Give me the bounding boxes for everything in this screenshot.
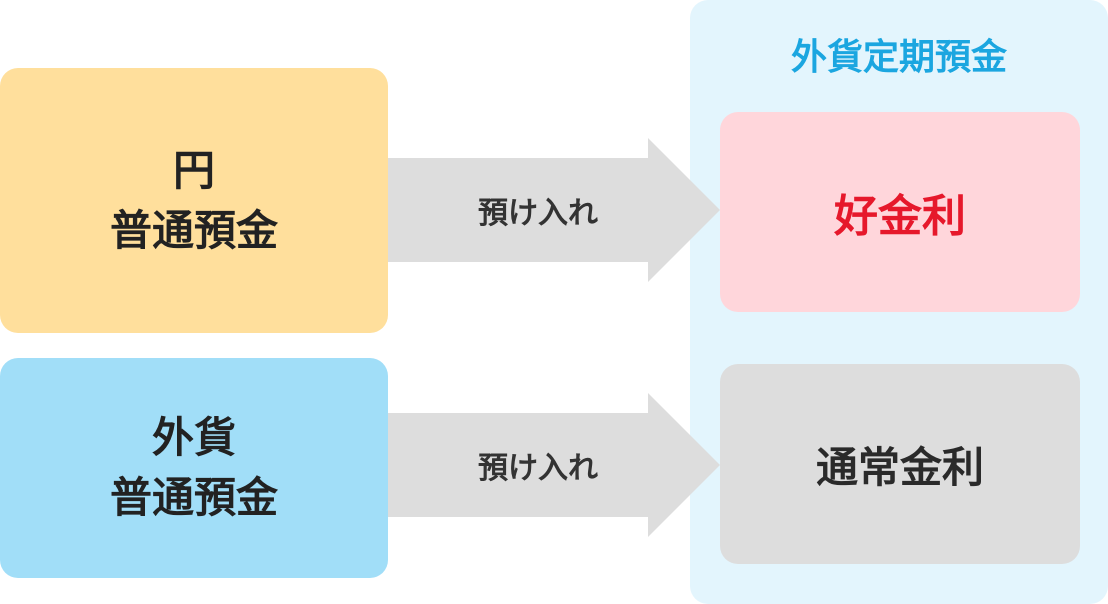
deposit-arrow-bottom: 預け入れ	[388, 393, 720, 537]
yen-savings-box: 円 普通預金	[0, 68, 388, 333]
arrow-right-icon	[388, 138, 720, 282]
fx-savings-line1: 外貨	[151, 413, 236, 462]
fx-savings-line2: 普通預金	[109, 473, 278, 522]
good-rate-label: 好金利	[834, 191, 966, 242]
arrow-right-icon	[388, 393, 720, 537]
normal-rate-box: 通常金利	[720, 364, 1080, 564]
yen-savings-line1: 円	[172, 145, 215, 195]
deposit-arrow-top: 預け入れ	[388, 138, 720, 282]
panel-title: 外貨定期預金	[790, 37, 1007, 78]
deposit-arrow-bottom-label: 預け入れ	[478, 451, 598, 486]
normal-rate-label: 通常金利	[815, 442, 984, 492]
good-rate-box: 好金利	[720, 112, 1080, 312]
fx-savings-box: 外貨 普通預金	[0, 358, 388, 578]
yen-savings-line2: 普通預金	[109, 205, 278, 255]
deposit-arrow-top-label: 預け入れ	[478, 196, 598, 231]
